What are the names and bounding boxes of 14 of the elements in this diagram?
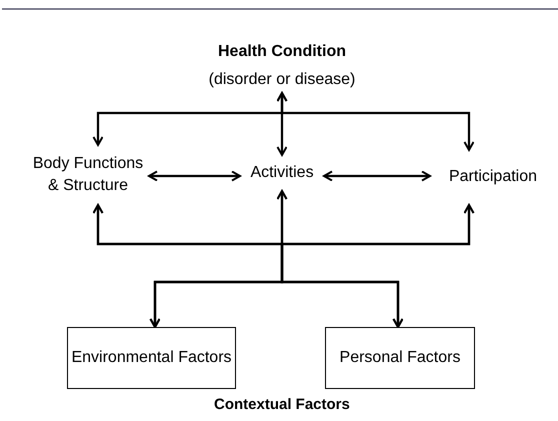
arrow [148, 170, 241, 182]
group-caption: Contextual Factors [214, 396, 350, 413]
arrow [276, 92, 474, 151]
box-label: Environmental Factors [71, 348, 232, 368]
component-label: Participation [448, 167, 538, 188]
component-label: Body Functions & Structure [32, 154, 144, 196]
box-label: Personal Factors [340, 348, 460, 368]
heading-text: Health Condition [218, 42, 346, 62]
arrow [323, 170, 431, 182]
factor-box [325, 327, 475, 389]
factor-box [67, 327, 236, 389]
component-label: Activities [250, 162, 314, 183]
subheading-text: (disorder or disease) [208, 70, 356, 90]
arrow [280, 204, 474, 328]
